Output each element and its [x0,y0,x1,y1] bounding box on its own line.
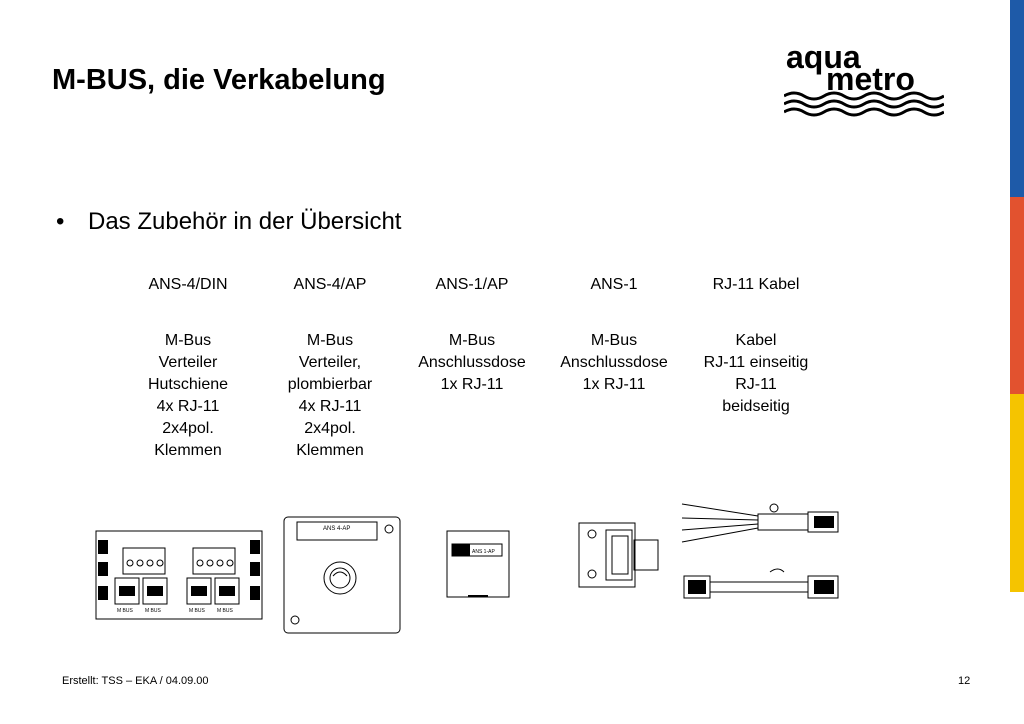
ans-1-drawing [578,522,659,588]
desc-line: 4x RJ-11 [298,398,362,415]
desc-line: Anschlussdose [560,354,668,371]
logo-text-aqua: aqua [786,40,861,75]
desc-line: M-Bus [590,332,638,349]
column-description: M-Bus Verteiler, plombierbar 4x RJ-11 2x… [255,330,405,462]
desc-line: Verteiler, [298,354,362,371]
column-header: ANS-1/AP [435,276,509,293]
column-header: RJ-11 Kabel [712,276,800,293]
logo-text-metro: metro [826,61,915,97]
column-description: Kabel RJ-11 einseitig RJ-11 beidseitig [681,330,831,418]
bullet-item: • Das Zubehör in der Übersicht [56,208,401,236]
column-header: ANS-4/DIN [148,276,228,293]
column-header: ANS-4/AP [293,276,367,293]
accent-stripe-blue [1010,0,1024,197]
rj-11-cable-drawing [681,503,839,599]
desc-line: Klemmen [154,442,222,459]
desc-line: M-Bus [306,332,354,349]
ans-1-ap-drawing: ANS 1-AP [446,530,510,598]
desc-line: 1x RJ-11 [582,376,646,393]
desc-line: M-Bus [448,332,496,349]
desc-line: RJ-11 einseitig [703,354,809,371]
desc-line: beidseitig [722,398,790,415]
column-description: M-Bus Anschlussdose 1x RJ-11 [539,330,689,396]
logo-waves [784,91,944,117]
desc-line: Anschlussdose [418,354,526,371]
page-number: 12 [958,675,971,687]
ap-label: ANS 4-AP [323,526,350,532]
desc-line: Klemmen [296,442,364,459]
aquametro-logo: aqua metro [784,40,944,117]
desc-line: M-Bus [164,332,212,349]
desc-line: 2x4pol. [162,420,214,437]
ans-4-ap-drawing: ANS 4-AP [283,516,401,634]
ap1-label: ANS 1-AP [472,549,495,555]
port-label: M BUS [145,608,162,614]
slide-title: M-BUS, die Verkabelung [52,64,386,96]
port-label: M BUS [217,608,234,614]
column-header: ANS-1 [590,276,638,293]
desc-line: 4x RJ-11 [156,398,220,415]
desc-line: Hutschiene [147,376,229,393]
desc-line: plombierbar [287,376,373,393]
desc-line: Verteiler [158,354,218,371]
port-label: M BUS [189,608,206,614]
desc-line: RJ-11 [735,376,777,393]
desc-line: 1x RJ-11 [440,376,504,393]
accent-stripe-red [1010,197,1024,394]
bullet-text: Das Zubehör in der Übersicht [88,208,402,235]
ans-4-din-drawing: M BUS M BUS M BUS M BUS [95,530,263,620]
bullet-marker: • [56,208,65,235]
footer-created: Erstellt: TSS – EKA / 04.09.00 [62,675,209,687]
port-label: M BUS [117,608,134,614]
desc-line: 2x4pol. [304,420,356,437]
desc-line: Kabel [735,332,777,349]
accent-stripe-yellow [1010,394,1024,592]
column-description: M-Bus Anschlussdose 1x RJ-11 [397,330,547,396]
column-description: M-Bus Verteiler Hutschiene 4x RJ-11 2x4p… [113,330,263,462]
